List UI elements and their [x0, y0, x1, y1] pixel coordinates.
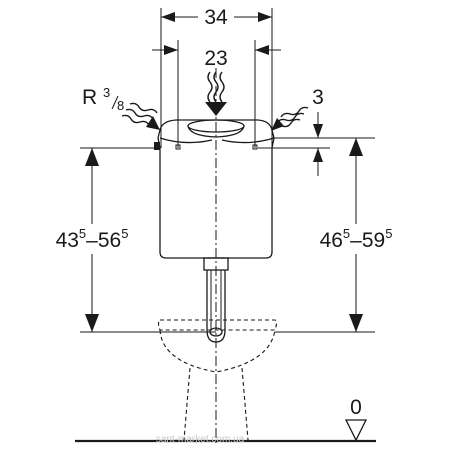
toilet-seat: [157, 319, 278, 331]
arrow-left-icon: [161, 12, 175, 22]
thread-inlet-arrow-icon: [121, 102, 160, 130]
toilet-bowl: [159, 329, 276, 373]
floor-level: 0: [75, 396, 376, 443]
tank-outline: [157, 119, 275, 259]
tank-lid-line-right: [221, 137, 275, 144]
arrow-down-icon: [85, 314, 99, 332]
fraction-slash: [111, 95, 119, 110]
label-bg: [304, 224, 408, 254]
side-inlet-connector: [154, 142, 160, 150]
arrow-left-icon: [255, 45, 269, 55]
arrow-right-icon: [164, 45, 178, 55]
inlet-marker-left: [175, 144, 181, 150]
cistern-tank: [154, 119, 275, 259]
top-width-label: 34: [204, 6, 228, 29]
arrow-down-icon: [313, 124, 323, 138]
level-marker-icon: [344, 419, 368, 442]
arrow-up-icon: [313, 148, 323, 162]
toilet-pedestal-right: [241, 367, 249, 441]
dimension-right-height: 465–595: [275, 137, 408, 333]
tank-lid-line-left: [159, 137, 213, 144]
inlet-width-label: 23: [204, 47, 227, 70]
gap-label: 3: [312, 86, 324, 109]
toilet-outline: [157, 319, 278, 441]
dimension-gap: 3: [258, 86, 375, 176]
label-bg: [40, 224, 144, 254]
thread-label-group: R 3 8: [82, 85, 160, 130]
inlet-marker-right: [252, 144, 258, 150]
arrow-down-icon: [349, 314, 363, 332]
dimension-top-width: 34: [160, 6, 273, 148]
arrow-up-icon: [85, 148, 99, 166]
thread-prefix: R 3: [82, 85, 110, 109]
dimension-left-height: 435–565: [40, 147, 216, 333]
toilet-pedestal-left: [183, 367, 191, 441]
arrow-up-icon: [349, 138, 363, 156]
arrow-right-icon: [258, 12, 272, 22]
right-inlet-arrow-icon: [271, 106, 309, 131]
floor-level-label: 0: [350, 396, 362, 419]
thread-denominator: 8: [117, 98, 124, 113]
watermark: sant-market.com.ua: [156, 434, 245, 445]
dimension-inlet-width: 23: [152, 40, 281, 148]
left-height-label: 435–565: [56, 226, 129, 252]
label-bg: [198, 6, 234, 28]
right-height-label: 465–595: [320, 226, 393, 252]
